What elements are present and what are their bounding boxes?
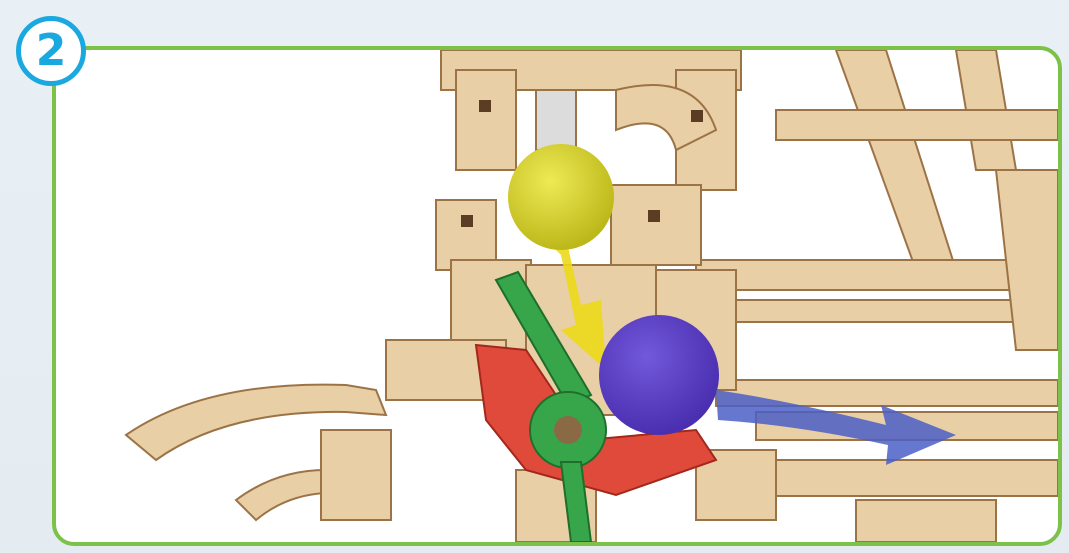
purple-ball-icon [599,315,719,435]
step-number: 2 [36,29,67,73]
step-number-badge: 2 [16,16,86,86]
yellow-ball-icon [508,144,614,250]
curved-wooden-arms [126,340,506,520]
illustration-frame [52,46,1062,546]
mechanism-illustration [56,50,1058,542]
